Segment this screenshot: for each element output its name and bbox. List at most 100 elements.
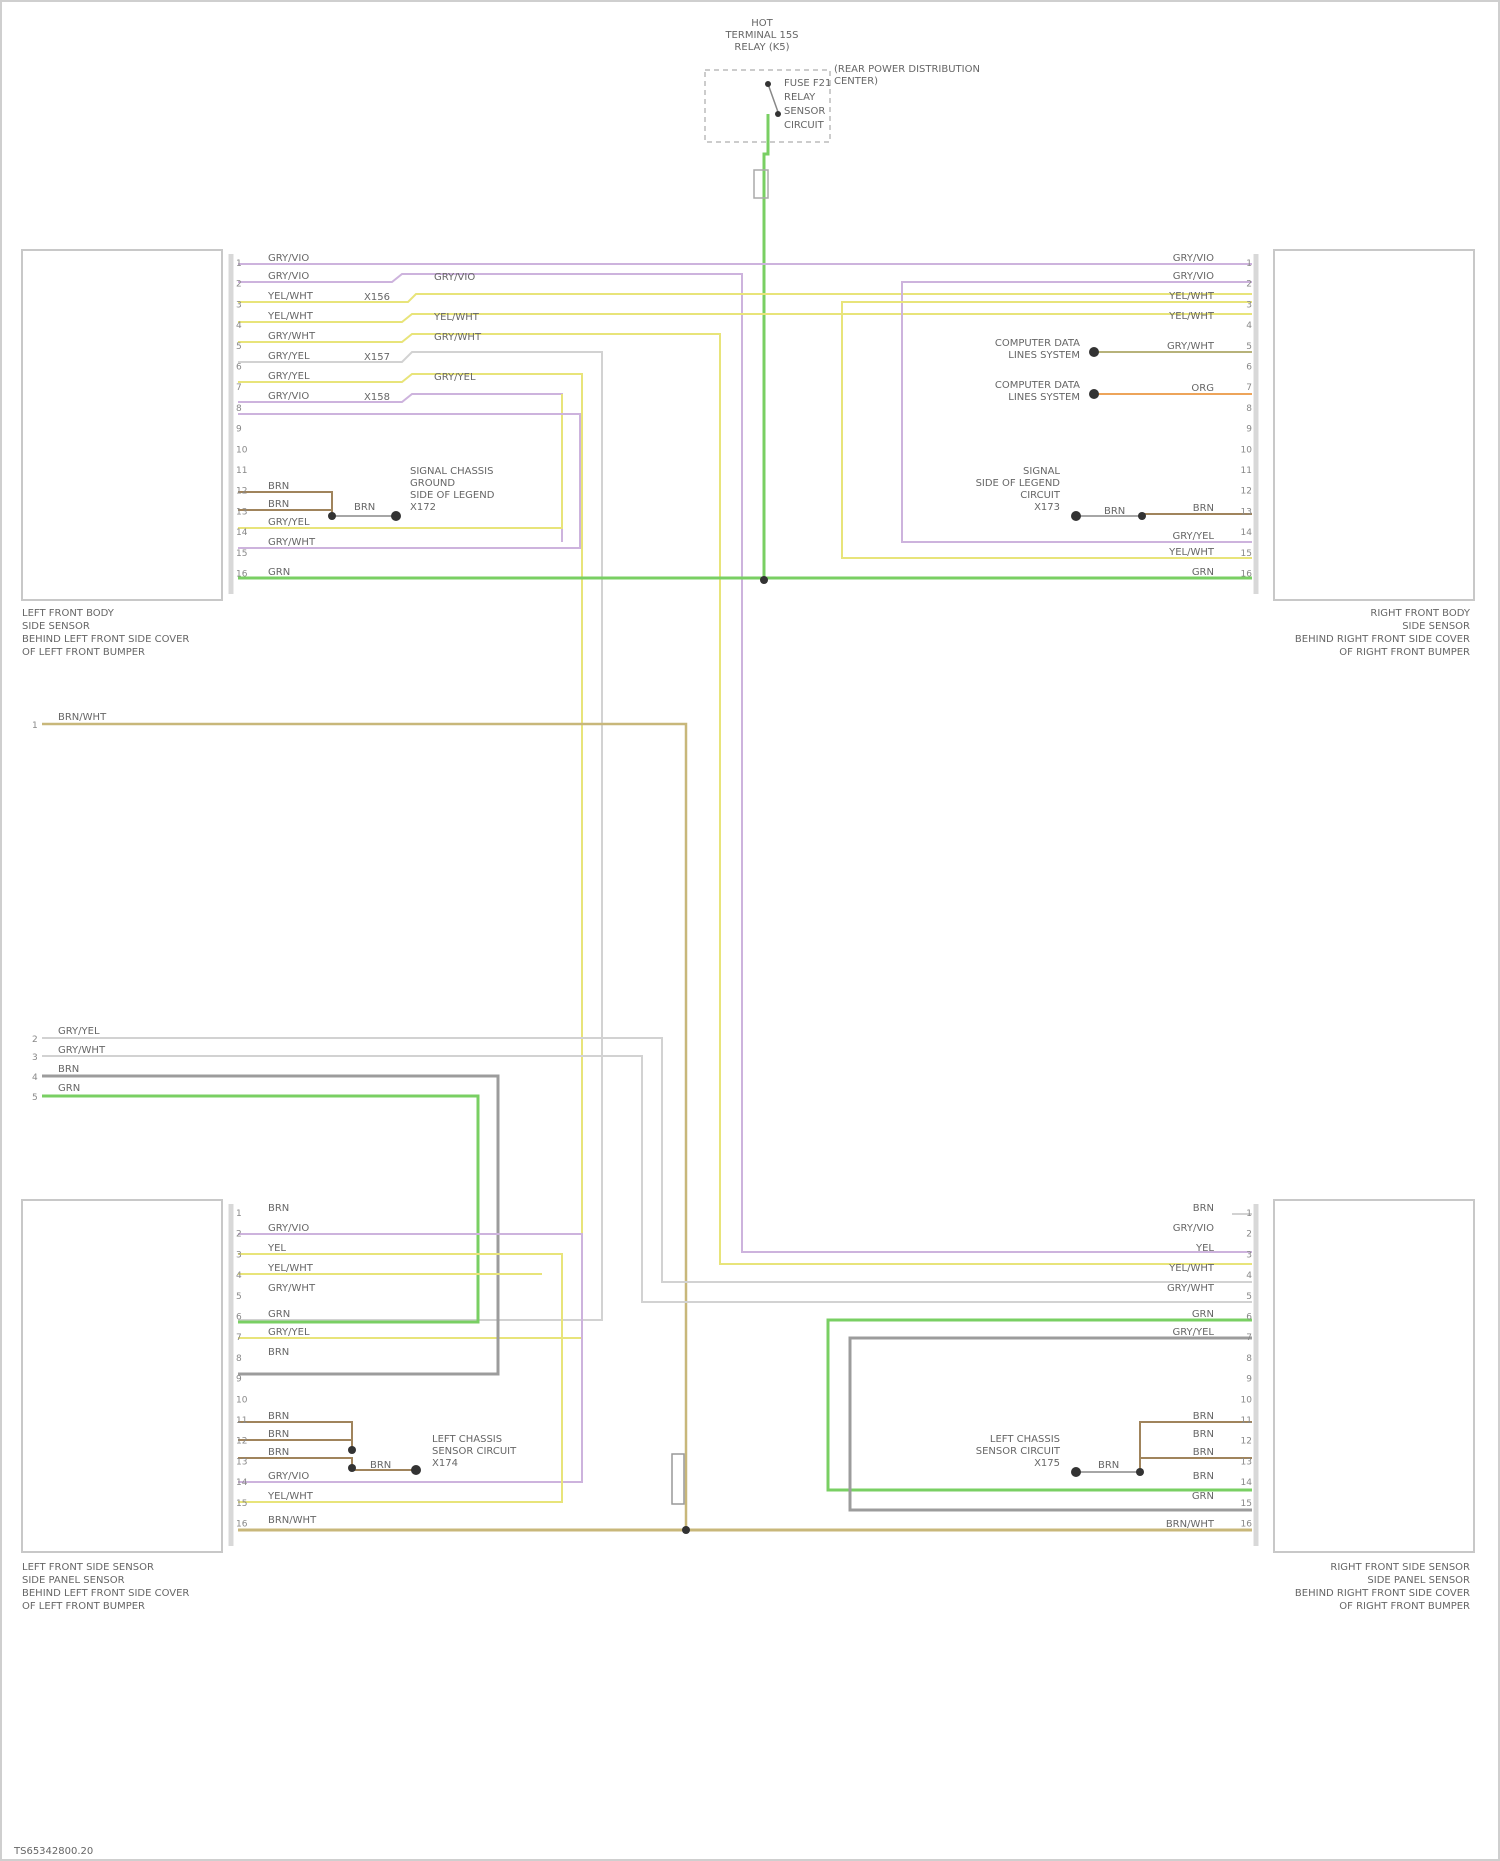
pin-number: 15 [1241, 549, 1252, 559]
stub-gray-wht [42, 1056, 1252, 1302]
front-right-sensor-box [1274, 250, 1474, 600]
pin-number: 7 [236, 383, 242, 393]
rear-right-wire-label: BRN [1193, 1447, 1214, 1458]
pin-number: 14 [1241, 1478, 1253, 1488]
rear-left-sensor-box [22, 1200, 222, 1552]
front-left-wire-label: GRY/YEL [268, 517, 310, 528]
pin-number: 12 [1241, 1437, 1252, 1447]
rear-left-wire-label: BRN [268, 1447, 289, 1458]
pin-number: 16 [236, 1520, 248, 1530]
front-right-ground-text: X173 [1034, 502, 1060, 513]
pin-number: 14 [1241, 528, 1253, 538]
front-left-ground-dot [391, 511, 401, 521]
front-left-wire-label: GRY/VIO [268, 391, 309, 402]
splice-dot [328, 512, 336, 520]
component-caption-line: OF RIGHT FRONT BUMPER [1339, 647, 1470, 658]
left-stub-number: 2 [32, 1035, 38, 1045]
front-right-ground-text: SIDE OF LEGEND [976, 478, 1061, 489]
rear-right-wire-label: BRN [1193, 1471, 1214, 1482]
component-caption-line: RIGHT FRONT SIDE SENSOR [1330, 1562, 1470, 1573]
pin-number: 8 [1246, 1354, 1252, 1364]
pin-number: 2 [236, 280, 242, 290]
component-caption-line: SIDE SENSOR [1402, 621, 1470, 632]
front-left-wire-label: YEL/WHT [267, 311, 314, 322]
pin-number: 6 [236, 1313, 242, 1323]
left-stub-group-label: BRN [58, 1064, 79, 1075]
rear-left-wire-label: GRY/VIO [268, 1223, 309, 1234]
pin-number: 4 [1246, 321, 1252, 331]
pin-number: 7 [1246, 1333, 1252, 1343]
component-caption-line: BEHIND LEFT FRONT SIDE COVER [22, 634, 189, 645]
pin-number: 10 [1241, 445, 1253, 455]
left-stub-group-label: GRY/YEL [58, 1026, 100, 1037]
rear-left-wire-label: BRN [268, 1429, 289, 1440]
rear-right-ground-text: SENSOR CIRCUIT [976, 1446, 1061, 1457]
pin-number: 4 [236, 321, 242, 331]
left-stub-number: 4 [32, 1073, 38, 1083]
relay-note-line: (REAR POWER DISTRIBUTION [834, 64, 980, 75]
pin-number: 8 [236, 1354, 242, 1364]
rear-right-wire-label: GRN [1192, 1491, 1214, 1502]
rear-left-wire-label: BRN/WHT [268, 1515, 317, 1526]
pin-number: 5 [236, 342, 242, 352]
relay-contact-dot [765, 81, 771, 87]
front-left-ground-text: X172 [410, 502, 436, 513]
front-left-sensor-box [22, 250, 222, 600]
pin-number: 1 [236, 259, 242, 269]
front-left-wire-label: GRN [268, 567, 290, 578]
front-right-wire-label: YEL/WHT [1168, 291, 1215, 302]
rear-left-wire-label: GRY/WHT [268, 1283, 316, 1294]
front-right-data-label: COMPUTER DATA [995, 338, 1080, 349]
rear-left-ground-text: LEFT CHASSIS [432, 1434, 502, 1445]
rear-right-wire-label: GRY/WHT [1167, 1283, 1215, 1294]
front-left-wire-label: GRY/WHT [268, 331, 316, 342]
pin-number: 9 [236, 425, 242, 435]
violet-to-rear-right [238, 274, 1252, 1252]
rear-right-wire-label: BRN [1193, 1429, 1214, 1440]
left-stub-top-label: BRN/WHT [58, 712, 107, 723]
pin-number: 6 [1246, 363, 1252, 373]
relay-switch-line: FUSE F21 [784, 78, 831, 89]
pin-number: 12 [236, 1437, 247, 1447]
splice-dot [1138, 512, 1146, 520]
splice-dot [348, 1446, 356, 1454]
front-left-wire-label: YEL/WHT [267, 291, 314, 302]
rear-left-wire-label: BRN [268, 1411, 289, 1422]
front-left-wire-label: GRY/YEL [268, 371, 310, 382]
rear-right-wire-label: GRY/YEL [1172, 1327, 1214, 1338]
relay-title-line: TERMINAL 15S [724, 30, 798, 41]
rear-left-ground-label: BRN [370, 1460, 391, 1471]
front-left-splice-label: X157 [364, 352, 390, 363]
front-right-ground-text: CIRCUIT [1020, 490, 1061, 501]
front-right-ground-dot [1071, 511, 1081, 521]
pin-number: 3 [1246, 1250, 1252, 1260]
pin-number: 1 [1246, 259, 1252, 269]
front-right-ground-label: BRN [1104, 506, 1125, 517]
left-stub-number: 1 [32, 721, 38, 731]
front-right-wire-label: GRN [1192, 567, 1214, 578]
pin-number: 6 [1246, 1313, 1252, 1323]
rear-left-wire-label: BRN [268, 1203, 289, 1214]
component-caption-line: LEFT FRONT SIDE SENSOR [22, 1562, 154, 1573]
pin-number: 16 [1241, 1520, 1253, 1530]
pin-number: 4 [1246, 1271, 1252, 1281]
rear-right-sensor-box [1274, 1200, 1474, 1552]
left-stub-number: 5 [32, 1093, 38, 1103]
component-caption-line: OF LEFT FRONT BUMPER [22, 1601, 145, 1612]
pin-number: 7 [1246, 383, 1252, 393]
component-caption-line: OF RIGHT FRONT BUMPER [1339, 1601, 1470, 1612]
component-caption-line: SIDE PANEL SENSOR [22, 1575, 125, 1586]
front-right-data-label: LINES SYSTEM [1008, 392, 1080, 403]
front-left-ground-text: SIGNAL CHASSIS [410, 466, 493, 477]
front-left-inline-label: GRY/VIO [434, 272, 475, 283]
front-left-ground-label: BRN [354, 502, 375, 513]
pin-number: 6 [236, 363, 242, 373]
pin-number: 14 [236, 528, 248, 538]
pin-number: 15 [236, 549, 247, 559]
rear-left-wire-label: YEL/WHT [267, 1491, 314, 1502]
rear-right-ground-label: BRN [1098, 1460, 1119, 1471]
relay-note-line: CENTER) [834, 76, 878, 87]
front-right-ground-text: SIGNAL [1023, 466, 1060, 477]
